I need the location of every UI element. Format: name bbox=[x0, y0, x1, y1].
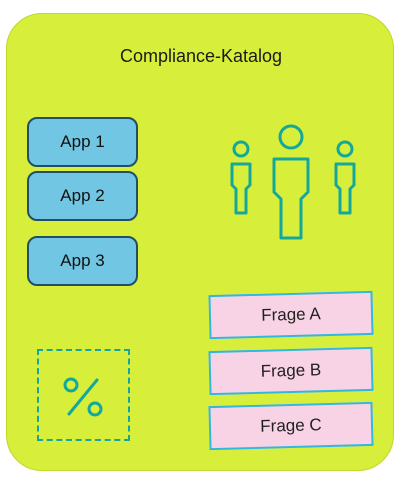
question-box-b: Frage B bbox=[208, 346, 374, 396]
person-right-body bbox=[334, 162, 356, 215]
person-left-body bbox=[230, 162, 252, 215]
question-box-a: Frage A bbox=[208, 290, 374, 340]
app-box-1: App 1 bbox=[27, 117, 138, 167]
person-center-body bbox=[272, 157, 310, 240]
person-center-head bbox=[278, 124, 304, 150]
question-box-c: Frage C bbox=[208, 401, 374, 451]
person-right-head bbox=[336, 140, 354, 158]
percent-icon bbox=[63, 377, 103, 417]
percentage-frame bbox=[37, 349, 130, 441]
person-left-head bbox=[232, 140, 250, 158]
app-box-3: App 3 bbox=[27, 236, 138, 286]
people-icon bbox=[230, 124, 356, 240]
catalog-title: Compliance-Katalog bbox=[119, 46, 283, 66]
app-box-2: App 2 bbox=[27, 171, 138, 221]
